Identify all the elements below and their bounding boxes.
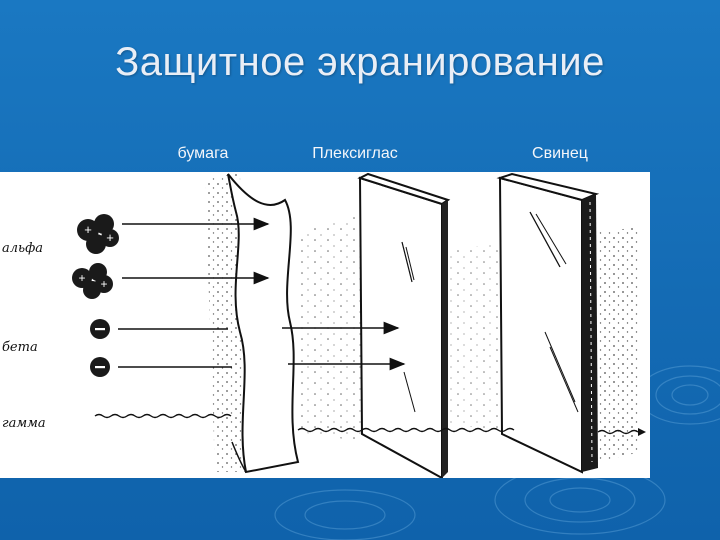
svg-text:+: + xyxy=(78,271,85,285)
column-label-plexiglass: Плексиглас xyxy=(312,145,398,162)
slide-title: Защитное экранирование xyxy=(115,40,605,84)
column-label-lead: Свинец xyxy=(532,145,588,162)
column-label-paper: бумага xyxy=(177,145,229,162)
plexiglass-plate xyxy=(357,172,451,478)
svg-text:+: + xyxy=(100,277,107,291)
gamma-wave xyxy=(94,413,639,435)
side-label-beta: бета xyxy=(2,340,38,355)
svg-text:+: + xyxy=(106,230,114,245)
alpha-particle-2: + + xyxy=(72,263,113,299)
beta-particle-2 xyxy=(90,357,110,377)
lead-stipple-left xyxy=(440,242,505,432)
svg-text:+: + xyxy=(84,222,92,237)
paper-sheet xyxy=(227,173,300,474)
lead-stipple-right xyxy=(598,227,640,462)
plexiglass-stipple xyxy=(300,212,365,442)
shielding-diagram: + + + + альфа бета гамм xyxy=(0,172,650,478)
paper-stipple xyxy=(205,172,245,472)
beta-particle-1 xyxy=(90,319,110,339)
side-label-alpha: альфа xyxy=(2,241,44,256)
side-label-gamma: гамма xyxy=(2,416,46,431)
gamma-arrow-head xyxy=(638,428,646,436)
alpha-particle-1: + + xyxy=(77,214,119,254)
lead-block xyxy=(496,172,600,474)
